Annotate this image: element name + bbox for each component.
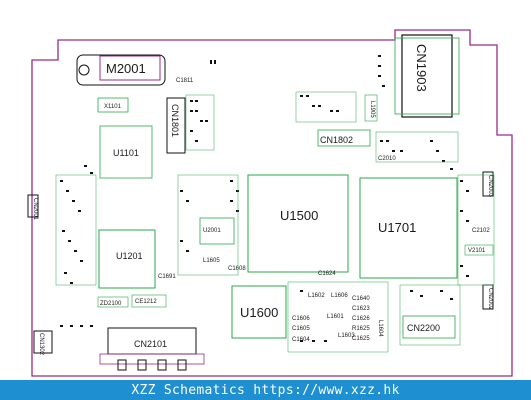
m2001-label: M2001 xyxy=(106,61,146,76)
r1625-label: R1625 xyxy=(352,326,370,332)
c1624-label: C1624 xyxy=(318,271,336,277)
l1604-label: L1604 xyxy=(377,320,383,337)
l1606-label: L1606 xyxy=(331,293,348,299)
watermark-footer: XZZ Schematics https://www.xzz.hk xyxy=(0,380,531,400)
cn2101-component: CN2101 xyxy=(99,327,205,371)
u1201-label: U1201 xyxy=(116,251,143,261)
cn2200-label: CN2200 xyxy=(407,323,440,333)
cn2001-component: CN2001 xyxy=(27,194,39,221)
c1605-label: C1605 xyxy=(292,326,310,332)
c1640-label: C1640 xyxy=(352,296,370,302)
l1601-label: L1601 xyxy=(327,314,344,320)
cn1801-component: CN1801 xyxy=(166,97,186,154)
u1701-label: U1701 xyxy=(378,220,416,235)
cn1302-label: CN1302 xyxy=(38,333,44,356)
x1101-component: X1101 xyxy=(97,97,129,113)
v2101-label: V2101 xyxy=(468,248,486,254)
c1623-label: C1623 xyxy=(352,306,370,312)
u2001-component: U2001 xyxy=(199,217,235,245)
zd2100-label: ZD2100 xyxy=(100,301,122,307)
c1691-label: C1691 xyxy=(158,274,176,280)
c2010-label: C2010 xyxy=(378,156,396,162)
c1811-label: C1811 xyxy=(176,78,194,84)
u1500-label: U1500 xyxy=(280,208,318,223)
cn2003-component: CN2003 xyxy=(482,171,494,198)
cn1802-label: CN1802 xyxy=(320,135,353,145)
zd2100-outline xyxy=(97,296,129,308)
cn2001-label: CN2001 xyxy=(32,198,38,221)
x1101-label: X1101 xyxy=(104,104,122,110)
u1500-component: U1500 xyxy=(247,174,349,273)
silkscreen-outlines xyxy=(55,91,495,353)
u1701-component: U1701 xyxy=(359,177,458,279)
u1600-label: U1600 xyxy=(240,305,278,320)
l1905-outline xyxy=(364,94,378,122)
u1101-label: U1101 xyxy=(113,148,139,158)
m2001-component: M2001 xyxy=(76,54,166,86)
ce1212-label: CE1212 xyxy=(135,299,157,305)
board-outline xyxy=(31,29,513,377)
cn2101-label: CN2101 xyxy=(134,339,167,349)
cn1903-component: CN1903 xyxy=(394,34,460,118)
c2102-label: C2102 xyxy=(472,228,490,234)
cn2003-label: CN2003 xyxy=(487,175,493,198)
l1602-label: L1602 xyxy=(308,293,325,299)
cn1801-label: CN1801 xyxy=(170,104,180,137)
cn2002-label: CN2002 xyxy=(487,288,493,311)
l1603-label: L1603 xyxy=(338,333,355,339)
v2101-outline xyxy=(464,244,494,256)
u2001-label: U2001 xyxy=(203,228,221,234)
u1201-component: U1201 xyxy=(98,229,156,289)
u1600-component: U1600 xyxy=(231,285,287,339)
c1625-label: C1625 xyxy=(352,336,370,342)
c1608-label: C1608 xyxy=(228,266,246,272)
cn2002-component: CN2002 xyxy=(482,284,494,311)
ce1212-outline xyxy=(131,294,167,308)
l1605-label: L1605 xyxy=(203,258,220,264)
c1626-label: C1626 xyxy=(352,316,370,322)
l1905-label: L1905 xyxy=(369,101,375,118)
cn1302-component: CN1302 xyxy=(33,330,53,356)
cn1802-component: CN1802 xyxy=(317,129,371,147)
pcb-board-view: CN1903 M2001 CN1801 X1101 U1101 CN1802 U… xyxy=(27,29,513,377)
cn2200-component: CN2200 xyxy=(402,315,456,339)
cn1903-label: CN1903 xyxy=(414,44,429,92)
c1606-label: C1606 xyxy=(292,316,310,322)
smd-pads xyxy=(60,55,469,342)
u1101-component: U1101 xyxy=(99,125,153,179)
